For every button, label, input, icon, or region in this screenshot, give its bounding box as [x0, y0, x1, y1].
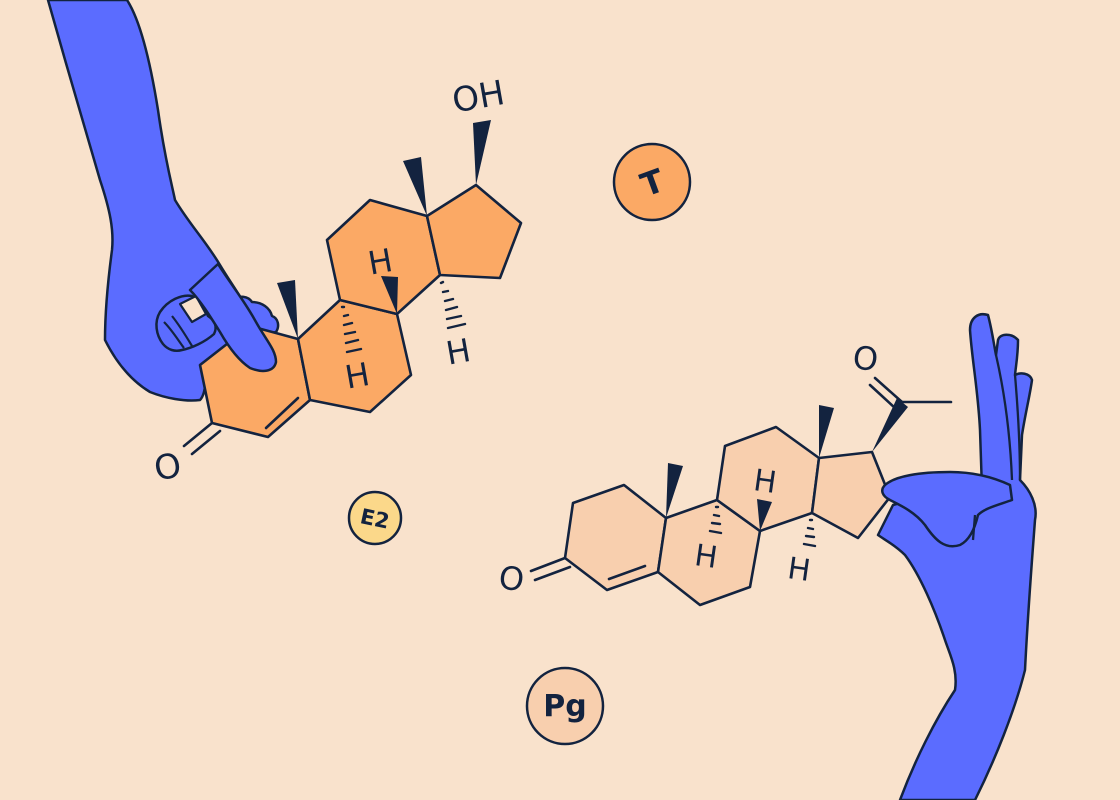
- progesterone-badge: Pg: [525, 666, 605, 746]
- progesterone-stereo-bonds: [666, 398, 908, 548]
- left-hand-index-finger: [188, 262, 278, 373]
- estradiol-badge: E2: [347, 490, 403, 546]
- testosterone-badge: T: [612, 142, 692, 222]
- progesterone-h-label-c8: H: [751, 463, 778, 501]
- right-hand-pinch: [881, 470, 1014, 548]
- testosterone-h-label-c14: H: [443, 331, 473, 373]
- testosterone-ketone-label: O: [151, 445, 184, 489]
- progesterone-ring-d: [810, 450, 892, 540]
- progesterone-h-label-c9: H: [692, 538, 719, 576]
- right-hand: [876, 313, 1037, 800]
- progesterone-ketone-label: O: [496, 558, 526, 599]
- progesterone-h-label-c14: H: [785, 551, 812, 589]
- svg-text:Pg: Pg: [543, 689, 586, 724]
- testosterone-oh-label: OH: [449, 73, 507, 121]
- testosterone-molecule: [182, 183, 523, 456]
- progesterone-ring-a: [563, 483, 668, 592]
- progesterone-acetyl-o-label: O: [850, 338, 880, 379]
- testosterone-ring-d: [425, 183, 523, 280]
- svg-text:E2: E2: [358, 504, 391, 533]
- testosterone-stereo-bonds: [277, 120, 491, 354]
